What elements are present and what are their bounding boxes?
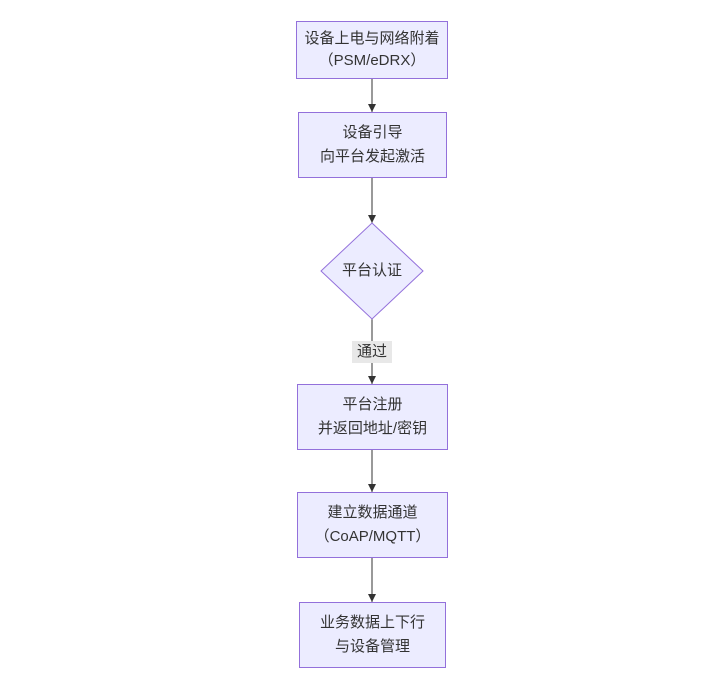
- node-business-line1: 业务数据上下行: [319, 614, 425, 631]
- node-register-line2: 并返回地址/密钥: [317, 420, 428, 437]
- node-register-line1: 平台注册: [342, 396, 403, 413]
- node-business: 业务数据上下行 与设备管理: [299, 602, 446, 668]
- node-bootstrap: 设备引导 向平台发起激活: [298, 112, 447, 178]
- auth-decision-diamond: [320, 222, 424, 320]
- node-power-attach-line1: 设备上电与网络附着: [304, 30, 440, 47]
- node-power-attach-line2: （PSM/eDRX）: [318, 52, 426, 69]
- node-data-channel: 建立数据通道 （CoAP/MQTT）: [297, 492, 448, 558]
- node-register: 平台注册 并返回地址/密钥: [297, 384, 448, 450]
- node-data-channel-line1: 建立数据通道: [327, 504, 418, 521]
- node-data-channel-line2: （CoAP/MQTT）: [314, 528, 431, 545]
- auth-decision-label: 平台认证: [341, 262, 402, 279]
- node-bootstrap-line1: 设备引导: [342, 124, 403, 141]
- node-business-line2: 与设备管理: [334, 638, 410, 655]
- node-bootstrap-line2: 向平台发起激活: [319, 148, 425, 165]
- node-power-attach: 设备上电与网络附着 （PSM/eDRX）: [296, 21, 448, 79]
- edge-label-pass: 通过: [351, 341, 393, 363]
